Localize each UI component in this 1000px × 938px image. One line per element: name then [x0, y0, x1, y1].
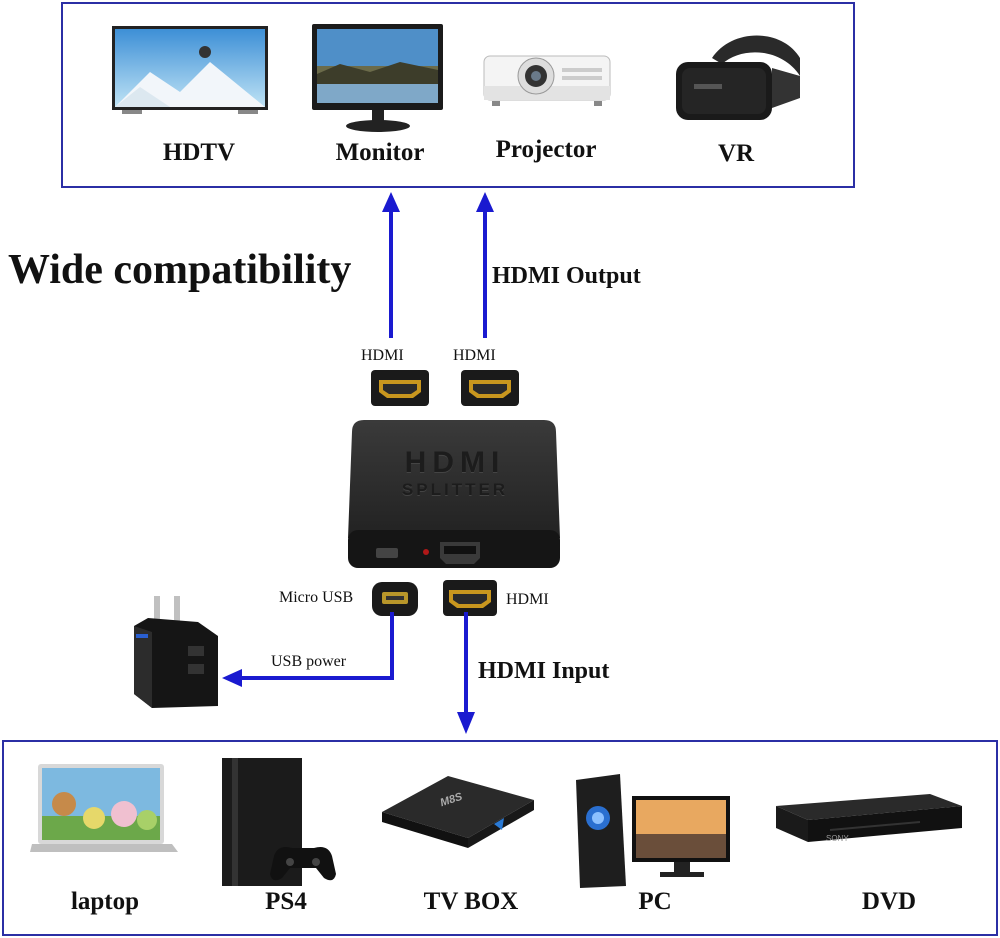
tv-box-icon [382, 776, 534, 848]
output-arrow-2 [476, 192, 494, 338]
device-label-vr: VR [717, 140, 755, 167]
pc-icon [576, 774, 730, 888]
output-arrow-1 [382, 192, 400, 338]
hdtv-icon [112, 26, 268, 114]
monitor-icon [312, 24, 443, 132]
splitter-text-splitter: SPLITTER [401, 480, 509, 499]
laptop-icon [30, 764, 178, 852]
micro-usb-connector-icon [372, 582, 418, 616]
hdmi-port-out-1-label: HDMI [361, 347, 404, 364]
device-label-ps4: PS4 [265, 888, 307, 915]
device-label-laptop: laptop [70, 888, 140, 915]
device-label-pc: PC [638, 888, 672, 915]
usb-power-label: USB power [271, 653, 347, 670]
hdmi-connector-icon [461, 370, 519, 406]
usb-power-adapter-icon [134, 596, 218, 708]
hdmi-output-label: HDMI Output [492, 263, 641, 289]
hdmi-input-label: HDMI Input [478, 658, 610, 684]
dvd-brand-text: SONY [826, 834, 849, 843]
device-label-hdtv: HDTV [162, 139, 236, 166]
micro-usb-label: Micro USB [279, 589, 354, 606]
projector-icon [483, 55, 611, 106]
device-label-tv-box: TV BOX [423, 888, 519, 915]
hdmi-connector-icon [371, 370, 429, 406]
device-label-dvd: DVD [861, 888, 917, 915]
input-arrow [457, 612, 475, 734]
ps4-icon [222, 758, 336, 886]
hdmi-port-out-2-label: HDMI [453, 347, 496, 364]
hdmi-input-connector-icon [443, 580, 497, 616]
hdmi-splitter-icon [348, 420, 560, 568]
device-label-projector: Projector [495, 136, 597, 163]
usb-power-arrow [222, 612, 394, 687]
diagram-title: Wide compatibility [8, 247, 352, 293]
device-label-monitor: Monitor [335, 139, 425, 166]
vr-headset-icon [676, 35, 800, 120]
splitter-text-hdmi: HDMI [404, 446, 506, 479]
dvd-player-icon [776, 794, 962, 842]
hdmi-port-in-label: HDMI [506, 591, 549, 608]
